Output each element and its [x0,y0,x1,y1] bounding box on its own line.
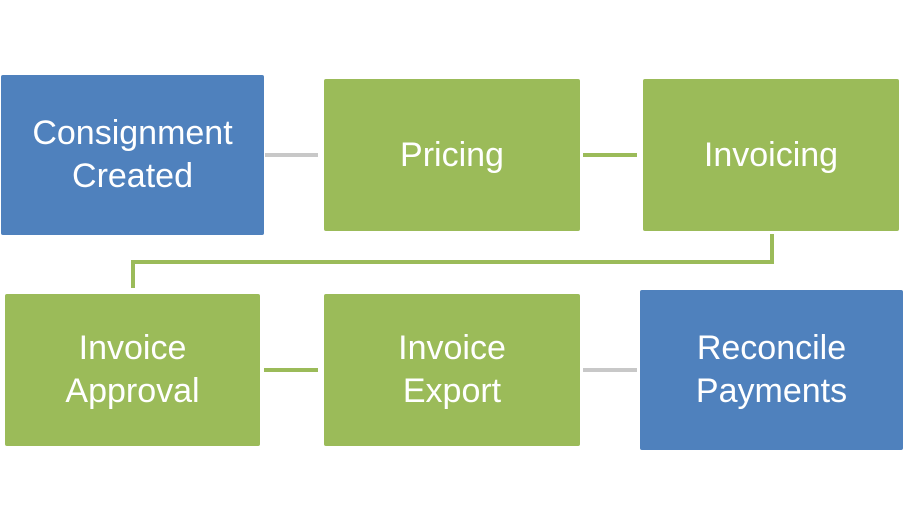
node-label: Invoicing [703,135,839,174]
connector-invoicing-approval [131,234,774,288]
node-label: Reconcile Payments [695,329,848,410]
node-invoicing: Invoicing [643,79,899,231]
node-invoice-approval: Invoice Approval [5,294,260,446]
node-invoice-export: Invoice Export [324,294,580,446]
node-reconcile-payments: Reconcile Payments [640,290,903,450]
node-label: Consignment Created [32,114,233,195]
node-consignment-created: Consignment Created [1,75,264,235]
node-label: Pricing [400,135,504,174]
node-label: Invoice Export [398,329,506,410]
node-pricing: Pricing [324,79,580,231]
node-label: Invoice Approval [65,329,200,410]
